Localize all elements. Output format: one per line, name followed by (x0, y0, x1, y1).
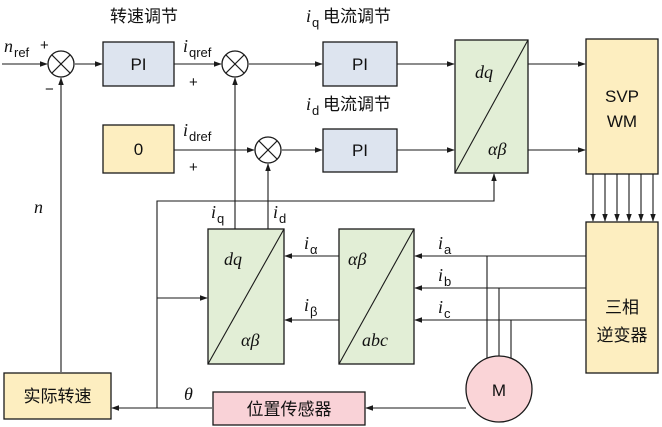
id-plus-sign: + (189, 159, 198, 176)
svg-text:0: 0 (134, 140, 143, 159)
speed-regulator-title: 转速调节 (110, 7, 178, 27)
svg-text:i: i (438, 265, 443, 285)
svg-text:ref: ref (14, 45, 30, 60)
ia-label: i a (438, 233, 452, 257)
theta-to-inv-park-wire (156, 173, 497, 408)
svg-text:i: i (183, 120, 188, 140)
svg-text:PI: PI (130, 55, 146, 74)
speed-sum-junction (47, 50, 75, 78)
svg-text:qref: qref (189, 45, 212, 60)
ic-label: i c (438, 297, 451, 321)
clarke-transform-block: αβ abc (338, 228, 415, 365)
svg-text:dq: dq (475, 62, 493, 82)
speed-calculation-block: 实际转速 (3, 372, 112, 420)
pi-iq-block: PI (322, 41, 398, 87)
svg-text:q: q (312, 15, 319, 30)
ib-label: i b (438, 265, 451, 289)
svg-text:位置传感器: 位置传感器 (247, 400, 332, 420)
theta-label: θ (184, 384, 193, 404)
i-alpha-label: i α (304, 233, 318, 257)
svg-text:a: a (444, 242, 452, 257)
svg-text:实际转速: 实际转速 (24, 387, 92, 407)
i-beta-label: i β (304, 295, 317, 319)
svg-text:β: β (310, 304, 317, 319)
speed-minus-sign: − (45, 81, 54, 98)
svg-text:i: i (211, 202, 216, 222)
svg-text:i: i (304, 233, 309, 253)
svg-text:i: i (183, 36, 188, 56)
svg-text:αβ: αβ (241, 330, 259, 350)
motor: M (465, 355, 533, 423)
svpwm-block: SVP WM (585, 38, 659, 175)
position-sensor-block: 位置传感器 (212, 391, 366, 426)
svg-text:i: i (306, 94, 311, 114)
svg-text:逆变器: 逆变器 (597, 326, 648, 346)
iq-feedback-label: i q (211, 202, 224, 226)
svg-text:M: M (492, 381, 506, 400)
svg-text:i: i (438, 297, 443, 317)
id-feedback-label: i d (273, 202, 286, 226)
id-regulator-title: i d 电流调节 (306, 94, 391, 118)
park-transform-block: dq αβ (207, 228, 285, 365)
svg-text:c: c (444, 306, 451, 321)
svg-text:电流调节: 电流调节 (323, 95, 391, 115)
svg-text:d: d (279, 211, 286, 226)
iq-plus-sign: + (189, 74, 198, 91)
pi-speed-block: PI (102, 41, 175, 87)
svg-text:WM: WM (607, 112, 637, 131)
svg-text:abc: abc (362, 330, 388, 350)
svg-text:α: α (310, 242, 318, 257)
pi-id-block: PI (322, 128, 398, 173)
svg-text:αβ: αβ (348, 249, 366, 269)
svg-text:PI: PI (352, 141, 368, 160)
svg-text:αβ: αβ (488, 139, 506, 159)
pwm-signal-wires (590, 174, 656, 222)
speed-plus-sign: + (40, 37, 49, 54)
svg-text:i: i (306, 6, 311, 26)
svg-text:d: d (312, 103, 319, 118)
n-ref-label: n ref (4, 36, 30, 60)
id-sum-junction (254, 136, 282, 164)
svg-text:电流调节: 电流调节 (323, 7, 391, 27)
svg-text:PI: PI (352, 55, 368, 74)
motor-phase-wires (486, 256, 512, 358)
svg-text:dq: dq (224, 249, 242, 269)
svg-text:b: b (444, 274, 451, 289)
three-phase-inverter-block: 三相 逆变器 (585, 221, 659, 374)
svg-text:三相: 三相 (605, 298, 639, 318)
inverse-park-transform-block: dq αβ (454, 39, 529, 174)
svg-text:dref: dref (189, 129, 212, 144)
svg-text:q: q (217, 211, 224, 226)
zero-reference-block: 0 (102, 124, 175, 174)
svg-text:i: i (304, 295, 309, 315)
svg-text:n: n (4, 36, 13, 56)
iq-sum-junction (221, 50, 249, 78)
speed-feedback-label: n (34, 197, 43, 217)
iq-ref-label: i qref (183, 36, 212, 60)
svg-text:i: i (438, 233, 443, 253)
svg-text:i: i (273, 202, 278, 222)
svg-text:SVP: SVP (605, 87, 639, 106)
iq-regulator-title: i q 电流调节 (306, 6, 391, 30)
id-ref-label: i dref (183, 120, 212, 144)
